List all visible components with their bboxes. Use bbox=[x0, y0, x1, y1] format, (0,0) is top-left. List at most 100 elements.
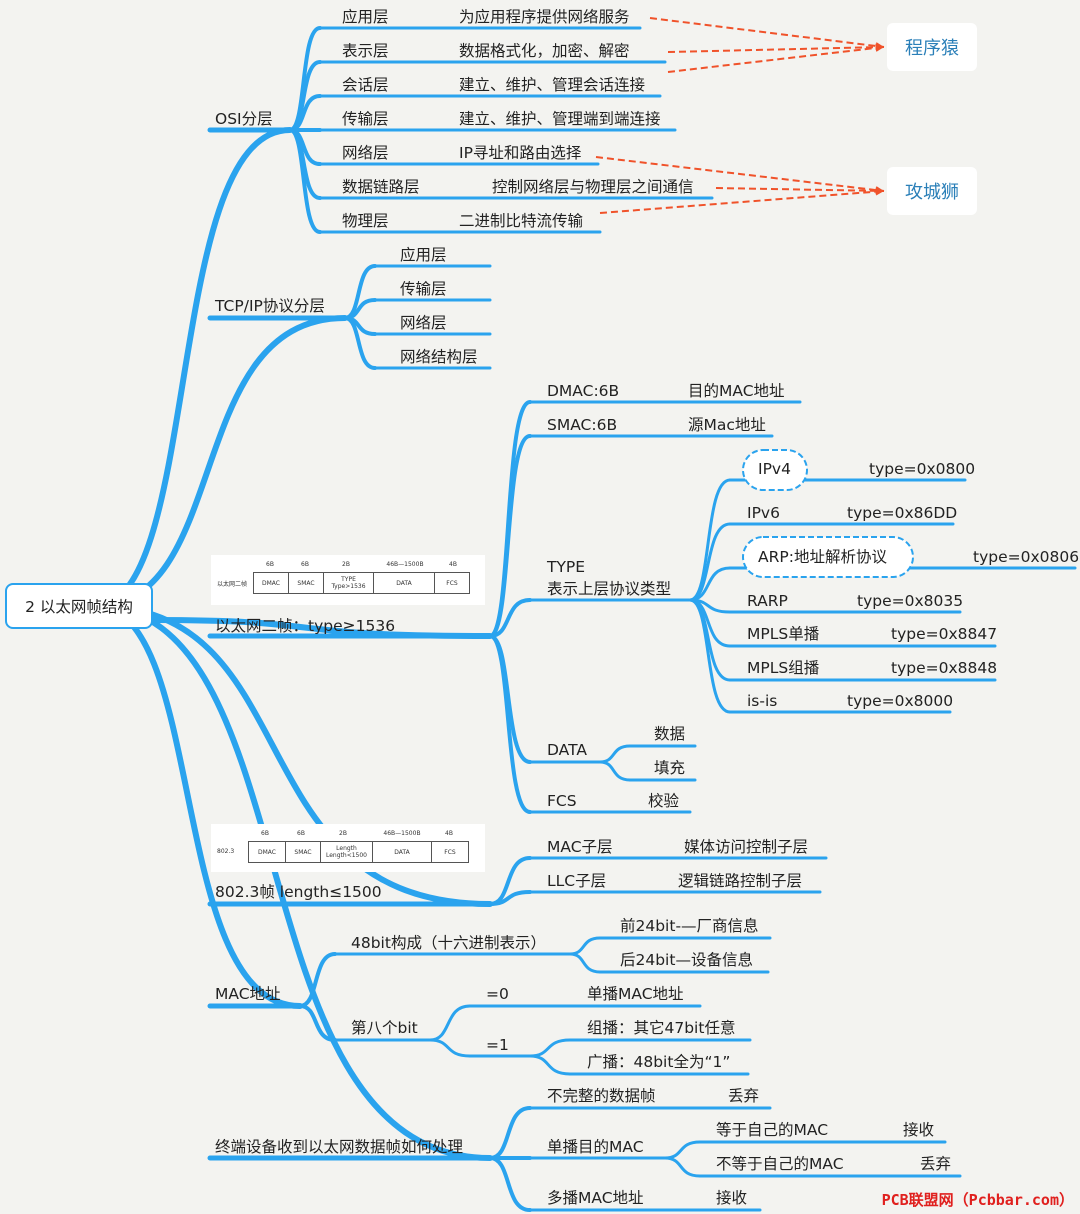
eth2-type[interactable]: TYPE bbox=[547, 558, 586, 576]
receive-multicast[interactable]: 多播MAC地址 bbox=[547, 1189, 644, 1207]
frame-cell-text: Length bbox=[336, 845, 357, 852]
frame-cell-note: Length<1500 bbox=[326, 852, 367, 859]
branch-osi bbox=[92, 127, 293, 609]
mac-bit-one-item[interactable]: 组播：其它47bit任意 bbox=[587, 1019, 736, 1037]
protocol-name[interactable]: RARP bbox=[747, 592, 788, 610]
eth2-data-item[interactable]: 数据 bbox=[654, 725, 686, 743]
ieee8023-mac-desc[interactable]: 媒体访问控制子层 bbox=[684, 838, 809, 856]
osi-layer-desc[interactable]: 建立、维护、管理会话连接 bbox=[459, 76, 646, 94]
protocol-name[interactable]: ARP:地址解析协议 bbox=[758, 548, 887, 566]
receive-unicast-equal-action[interactable]: 接收 bbox=[903, 1121, 935, 1139]
node-ieee8023[interactable]: 802.3帧 length≤1500 bbox=[215, 883, 382, 901]
node-mac[interactable]: MAC地址 bbox=[215, 985, 281, 1003]
eth2-fcs[interactable]: FCS bbox=[547, 792, 577, 810]
osi-layer-desc[interactable]: 为应用程序提供网络服务 bbox=[459, 8, 630, 26]
receive-unicast-notequal[interactable]: 不等于自己的MAC bbox=[716, 1155, 844, 1173]
eth2-smac-desc[interactable]: 源Mac地址 bbox=[688, 416, 766, 434]
osi-layer-desc[interactable]: 控制网络层与物理层之间通信 bbox=[492, 178, 694, 196]
tcpip-layer[interactable]: 网络结构层 bbox=[400, 348, 478, 366]
eth2-dmac[interactable]: DMAC:6B bbox=[547, 382, 620, 400]
frame-cell: FCS bbox=[434, 572, 470, 594]
eth2-data-item[interactable]: 填充 bbox=[654, 759, 686, 777]
mac-48bit-item[interactable]: 前24bit-—厂商信息 bbox=[620, 917, 759, 935]
mac-bit-zero-item[interactable]: 单播MAC地址 bbox=[587, 985, 684, 1003]
osi-layer-desc[interactable]: IP寻址和路由选择 bbox=[459, 144, 582, 162]
node-tcpip[interactable]: TCP/IP协议分层 bbox=[215, 297, 325, 315]
frame-size: 6B bbox=[266, 561, 274, 568]
frame-cell: DMAC bbox=[253, 572, 289, 594]
frame-size: 46B—1500B bbox=[383, 830, 421, 837]
ieee8023-llc[interactable]: LLC子层 bbox=[547, 872, 607, 890]
mac-connector bbox=[568, 952, 602, 974]
receive-incomplete-action[interactable]: 丢弃 bbox=[728, 1087, 760, 1105]
data-connector bbox=[598, 760, 632, 782]
mac-bit-zero[interactable]: =0 bbox=[486, 985, 509, 1003]
protocol-type[interactable]: type=0x8847 bbox=[891, 625, 998, 643]
osi-layer[interactable]: 数据链路层 bbox=[342, 178, 420, 196]
frame-size: 6B bbox=[301, 561, 309, 568]
protocol-name[interactable]: is-is bbox=[747, 692, 778, 710]
protocol-type[interactable]: type=0x86DD bbox=[847, 504, 958, 522]
receive-unicast-notequal-action[interactable]: 丢弃 bbox=[920, 1155, 952, 1173]
receive-multicast-action[interactable]: 接收 bbox=[716, 1189, 748, 1207]
mac-bit-one-item[interactable]: 广播：48bit全为“1” bbox=[587, 1053, 731, 1071]
frame-cell: DMAC bbox=[248, 841, 286, 863]
arrow-to-attacker bbox=[595, 156, 885, 192]
ethernet2-frame-image: 以太网二帧 6B 6B 2B 46B—1500B 4B DMAC SMAC TY… bbox=[211, 555, 485, 605]
protocol-name[interactable]: IPv4 bbox=[758, 460, 791, 478]
tcpip-layer[interactable]: 传输层 bbox=[400, 280, 447, 298]
frame-label: 802.3 bbox=[217, 848, 235, 855]
osi-layer[interactable]: 会话层 bbox=[342, 76, 389, 94]
eth2-data[interactable]: DATA bbox=[547, 741, 587, 759]
eth2-smac[interactable]: SMAC:6B bbox=[547, 416, 618, 434]
mac-48bit-item[interactable]: 后24bit—设备信息 bbox=[620, 951, 753, 969]
receive-unicast[interactable]: 单播目的MAC bbox=[547, 1138, 644, 1156]
protocol-type[interactable]: type=0x0800 bbox=[869, 460, 976, 478]
tcpip-layer[interactable]: 网络层 bbox=[400, 314, 447, 332]
arrow-to-coder bbox=[649, 17, 885, 48]
mac-connector bbox=[528, 1054, 572, 1076]
protocol-type[interactable]: type=0x8848 bbox=[891, 659, 998, 677]
tcpip-layer[interactable]: 应用层 bbox=[400, 246, 447, 264]
osi-layer[interactable]: 表示层 bbox=[342, 42, 389, 60]
mac-connector bbox=[428, 1004, 472, 1042]
node-osi[interactable]: OSI分层 bbox=[215, 110, 273, 128]
arrow-to-coder bbox=[667, 46, 885, 53]
receive-incomplete[interactable]: 不完整的数据帧 bbox=[547, 1087, 656, 1105]
ieee8023-mac[interactable]: MAC子层 bbox=[547, 838, 613, 856]
osi-layer[interactable]: 网络层 bbox=[342, 144, 389, 162]
frame-cell-text: FCS bbox=[444, 848, 456, 856]
protocol-type[interactable]: type=0x8035 bbox=[857, 592, 964, 610]
osi-layer-desc[interactable]: 数据格式化，加密、解密 bbox=[459, 42, 630, 60]
eth2-dmac-desc[interactable]: 目的MAC地址 bbox=[688, 382, 785, 400]
frame-size: 2B bbox=[342, 561, 350, 568]
node-ethernet2[interactable]: 以太网二帧：type≥1536 bbox=[215, 617, 396, 635]
root-node[interactable]: 2 以太网帧结构 bbox=[5, 583, 153, 629]
ieee-connector bbox=[488, 890, 532, 906]
protocol-type[interactable]: type=0x8000 bbox=[847, 692, 954, 710]
ieee8023-llc-desc[interactable]: 逻辑链路控制子层 bbox=[678, 872, 803, 890]
protocol-name[interactable]: IPv6 bbox=[747, 504, 780, 522]
protocol-type[interactable]: type=0x0806 bbox=[973, 548, 1080, 566]
mac-bit-one[interactable]: =1 bbox=[486, 1036, 509, 1054]
frame-cell: SMAC bbox=[288, 572, 324, 594]
protocol-name[interactable]: MPLS单播 bbox=[747, 625, 820, 643]
osi-layer-desc[interactable]: 二进制比特流传输 bbox=[459, 212, 584, 230]
receive-unicast-equal[interactable]: 等于自己的MAC bbox=[716, 1121, 829, 1139]
mac-48bit[interactable]: 48bit构成（十六进制表示） bbox=[351, 934, 546, 952]
osi-layer[interactable]: 应用层 bbox=[342, 8, 389, 26]
type-connector bbox=[688, 522, 732, 602]
eth2-fcs-item[interactable]: 校验 bbox=[648, 792, 680, 810]
osi-layer[interactable]: 物理层 bbox=[342, 212, 389, 230]
eth2-type-sub[interactable]: 表示上层协议类型 bbox=[547, 580, 672, 598]
frame-cell-text: SMAC bbox=[294, 848, 312, 856]
osi-layer[interactable]: 传输层 bbox=[342, 110, 389, 128]
protocol-name[interactable]: MPLS组播 bbox=[747, 659, 820, 677]
osi-layer-desc[interactable]: 建立、维护、管理端到端连接 bbox=[459, 110, 661, 128]
osi-connector bbox=[288, 128, 322, 234]
frame-size: 6B bbox=[297, 830, 305, 837]
mac-eighth-bit[interactable]: 第八个bit bbox=[351, 1019, 418, 1037]
frame-cell: SMAC bbox=[285, 841, 321, 863]
callout-coder-label: 程序猿 bbox=[905, 38, 959, 59]
node-receive[interactable]: 终端设备收到以太网数据帧如何处理 bbox=[215, 1138, 464, 1156]
